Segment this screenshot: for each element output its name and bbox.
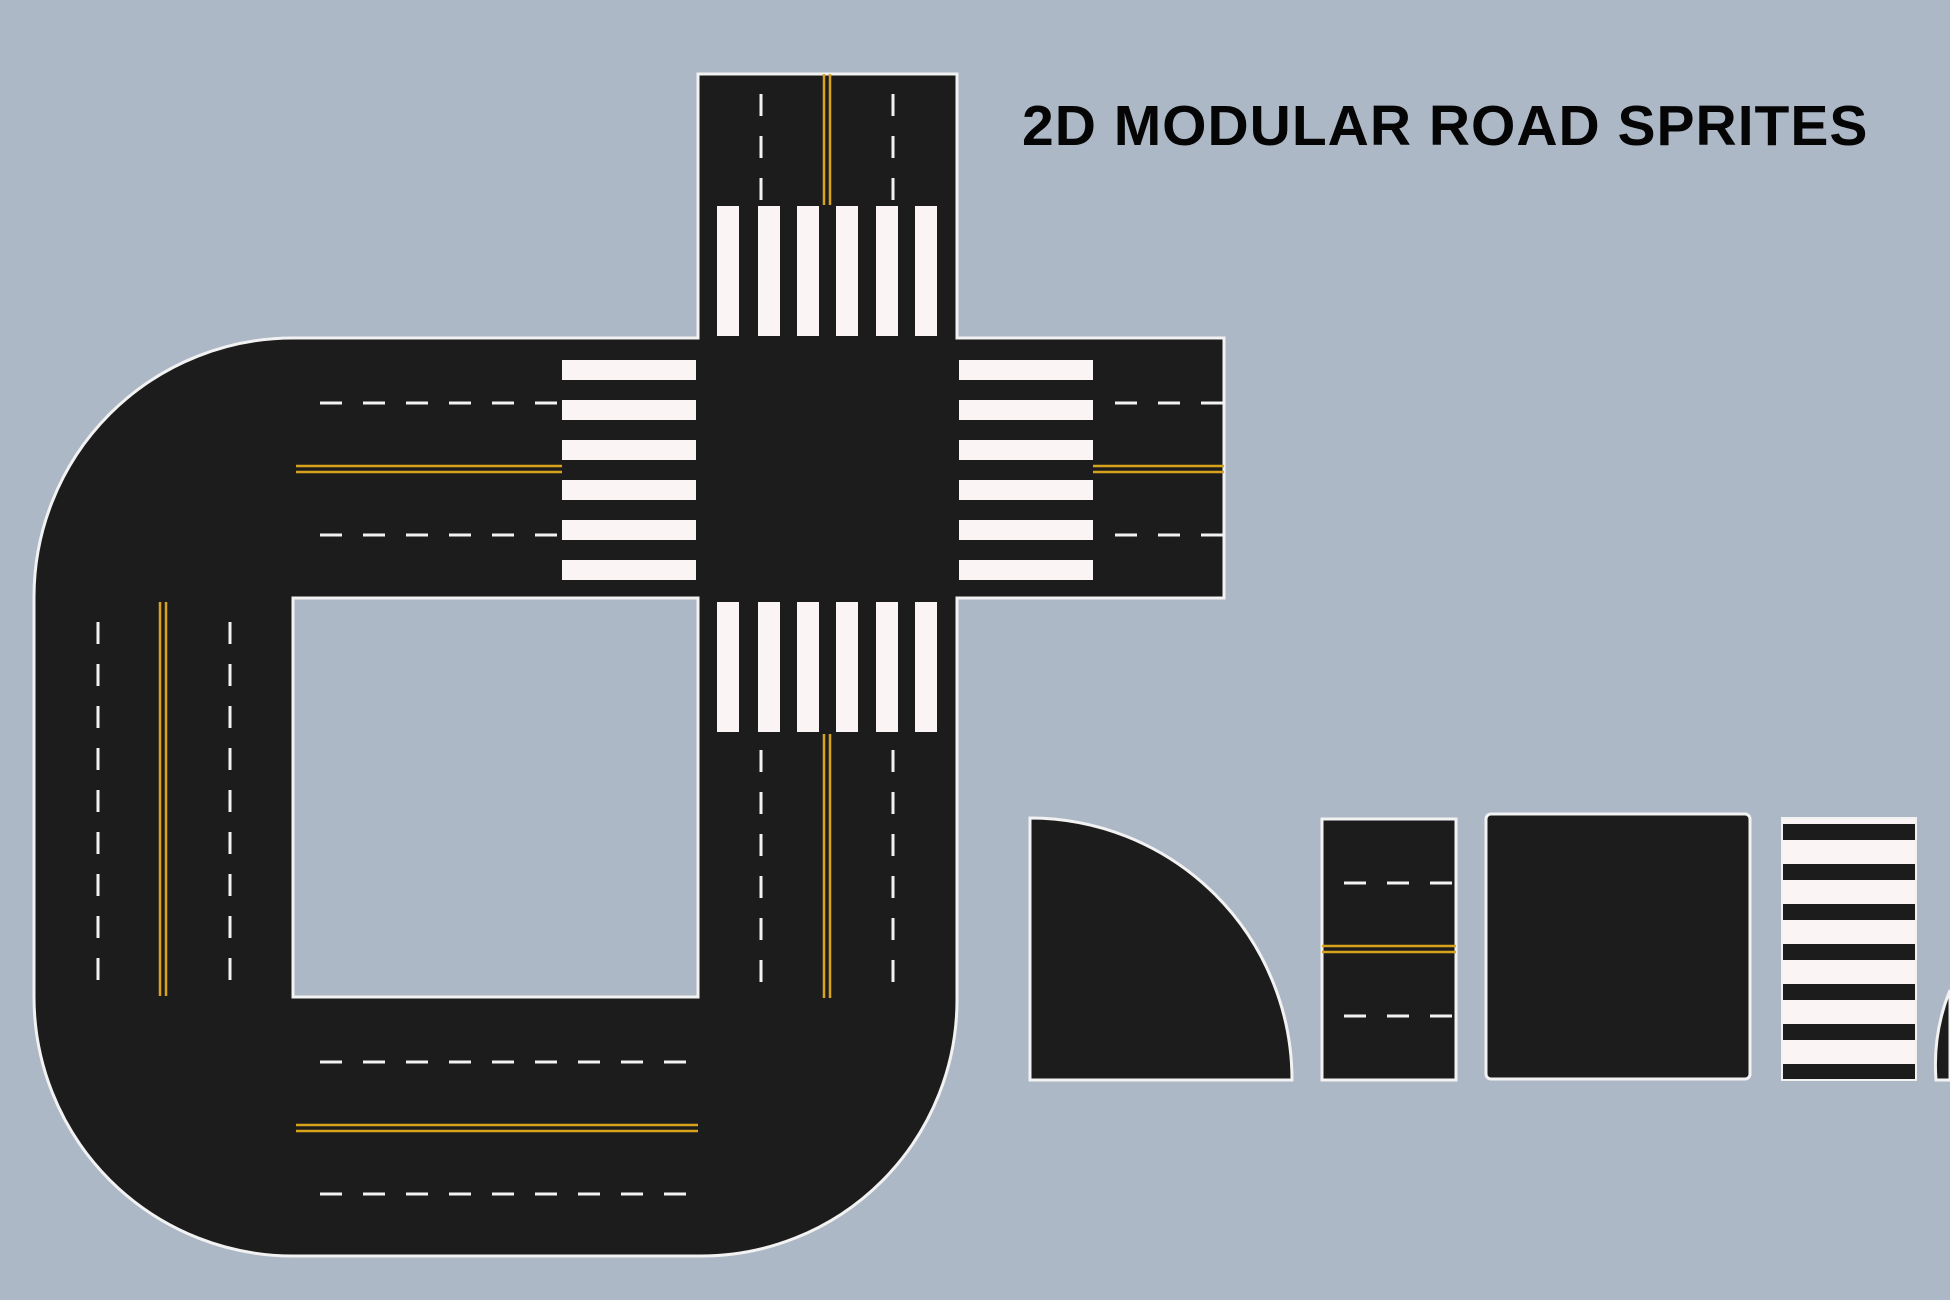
top-arm-markings [759,74,895,205]
left-road-markings [96,602,232,996]
crosswalk-north [717,206,937,336]
page-title: 2D MODULAR ROAD SPRITES [1022,94,1869,158]
partial-curve-tile [1933,989,1950,1082]
crosswalk-east [959,360,1093,580]
crosswalk-west [562,360,696,580]
curve-tile [1028,816,1294,1082]
east-arm-markings [1093,401,1224,537]
bottom-road-markings [296,1060,698,1196]
south-arm-markings [759,734,895,998]
crosswalk-south [717,602,937,732]
loop-road-assembly [32,72,1226,1258]
blank-asphalt-tile [1484,812,1752,1081]
crosswalk-tile [1781,817,1917,1081]
straight-road-tile [1320,817,1458,1082]
loop-road-surface [32,72,1226,1258]
west-arm-markings [296,401,562,537]
